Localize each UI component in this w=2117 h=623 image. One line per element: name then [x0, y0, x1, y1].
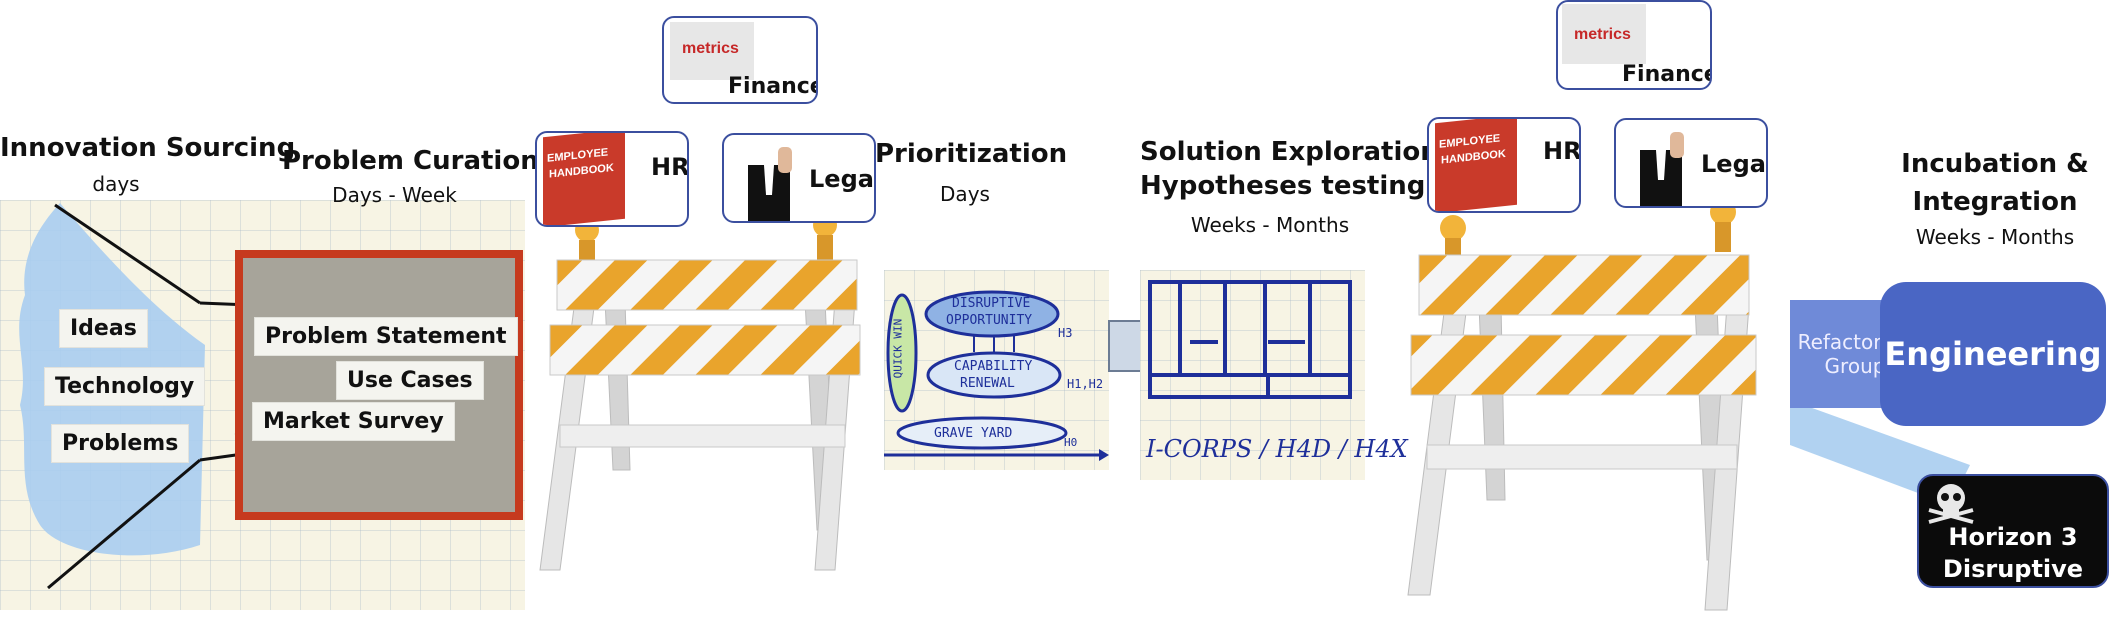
handbook2-word1: EMPLOYEE	[1439, 132, 1501, 151]
hr-card-2: EMPLOYEE HANDBOOK HR	[1427, 117, 1581, 213]
disruptive-text-2: OPPORTUNITY	[946, 313, 1033, 328]
capability-text-2: RENEWAL	[960, 376, 1015, 391]
finance-label-1: Finance	[728, 74, 818, 99]
legal-card-2: Legal	[1614, 118, 1768, 208]
stage-duration-curation: Days - Week	[332, 183, 457, 207]
metrics-word: metrics	[682, 40, 739, 57]
handbook-word1: EMPLOYEE	[547, 146, 609, 165]
horizon3-line1: Horizon 3	[1948, 523, 2078, 551]
handbook-icon-2: EMPLOYEE HANDBOOK	[1435, 119, 1517, 211]
stage-title-incubation-2: Integration	[1912, 187, 2078, 217]
source-technology: Technology	[45, 368, 205, 405]
stage-duration-sourcing: days	[92, 172, 140, 196]
hr-card-1: EMPLOYEE HANDBOOK HR	[535, 131, 689, 227]
metrics-image: metrics	[670, 22, 754, 80]
connector-bar	[1108, 320, 1142, 372]
disruptive-text-1: DISRUPTIVE	[952, 296, 1031, 311]
handbook-word2: HANDBOOK	[549, 161, 614, 181]
handbook-icon: EMPLOYEE HANDBOOK	[543, 133, 625, 225]
stage-title-exploration-1: Solution Exploration	[1140, 137, 1439, 167]
icorps-text: I-CORPS / H4D / H4X	[1146, 435, 1408, 463]
stage-title-exploration-2: Hypotheses testing	[1140, 171, 1426, 201]
h3-text: H3	[1058, 326, 1073, 340]
quick-win-text: QUICK WIN	[891, 318, 905, 379]
horizon3-line2: Disruptive	[1942, 555, 2084, 583]
legal-label-1: Legal	[809, 165, 876, 193]
capability-text-1: CAPABILITY	[954, 359, 1033, 374]
stage-title-prioritization: Prioritization	[875, 139, 1068, 169]
stage-duration-exploration: Weeks - Months	[1190, 213, 1350, 237]
stage-duration-incubation: Weeks - Months	[1915, 225, 2075, 249]
h1h2-text: H1,H2	[1067, 377, 1104, 391]
metrics-image-2: metrics	[1562, 4, 1646, 64]
stage-duration-prioritization: Days	[940, 182, 990, 206]
hr-label-2: HR	[1543, 137, 1581, 165]
source-problems: Problems	[52, 425, 189, 462]
stage-title-incubation-1: Incubation &	[1901, 149, 2089, 179]
source-ideas: Ideas	[60, 310, 147, 347]
stage-title-curation: Problem Curation	[282, 146, 539, 176]
curation-use-cases: Use Cases	[337, 362, 483, 399]
metrics-word-2: metrics	[1574, 26, 1631, 43]
hr-label-1: HR	[651, 153, 689, 181]
legal-person-icon-2	[1618, 120, 1698, 206]
exploration-sketch	[1148, 280, 1352, 399]
engineering-box: Engineering	[1880, 282, 2106, 426]
finance-card-1: metrics Finance	[662, 16, 818, 104]
handbook2-word2: HANDBOOK	[1441, 147, 1506, 167]
stage-title-sourcing: Innovation Sourcing	[0, 133, 296, 163]
skull-icon	[1927, 480, 1975, 526]
graveyard-text: GRAVE YARD	[934, 426, 1013, 441]
prioritization-sketch	[884, 290, 1109, 461]
curation-market-survey: Market Survey	[253, 403, 454, 440]
barricade-1	[539, 213, 861, 571]
finance-card-2: metrics Finance	[1556, 0, 1712, 90]
legal-person-icon	[726, 135, 806, 221]
horizon3-box: Horizon 3 Disruptive	[1917, 474, 2109, 588]
legal-card-1: Legal	[722, 133, 876, 223]
curation-problem-statement: Problem Statement	[255, 318, 517, 355]
legal-label-2: Legal	[1701, 150, 1768, 178]
barricade-2	[1407, 200, 1757, 611]
h0-text: H0	[1064, 436, 1078, 449]
finance-label-2: Finance	[1622, 62, 1712, 87]
